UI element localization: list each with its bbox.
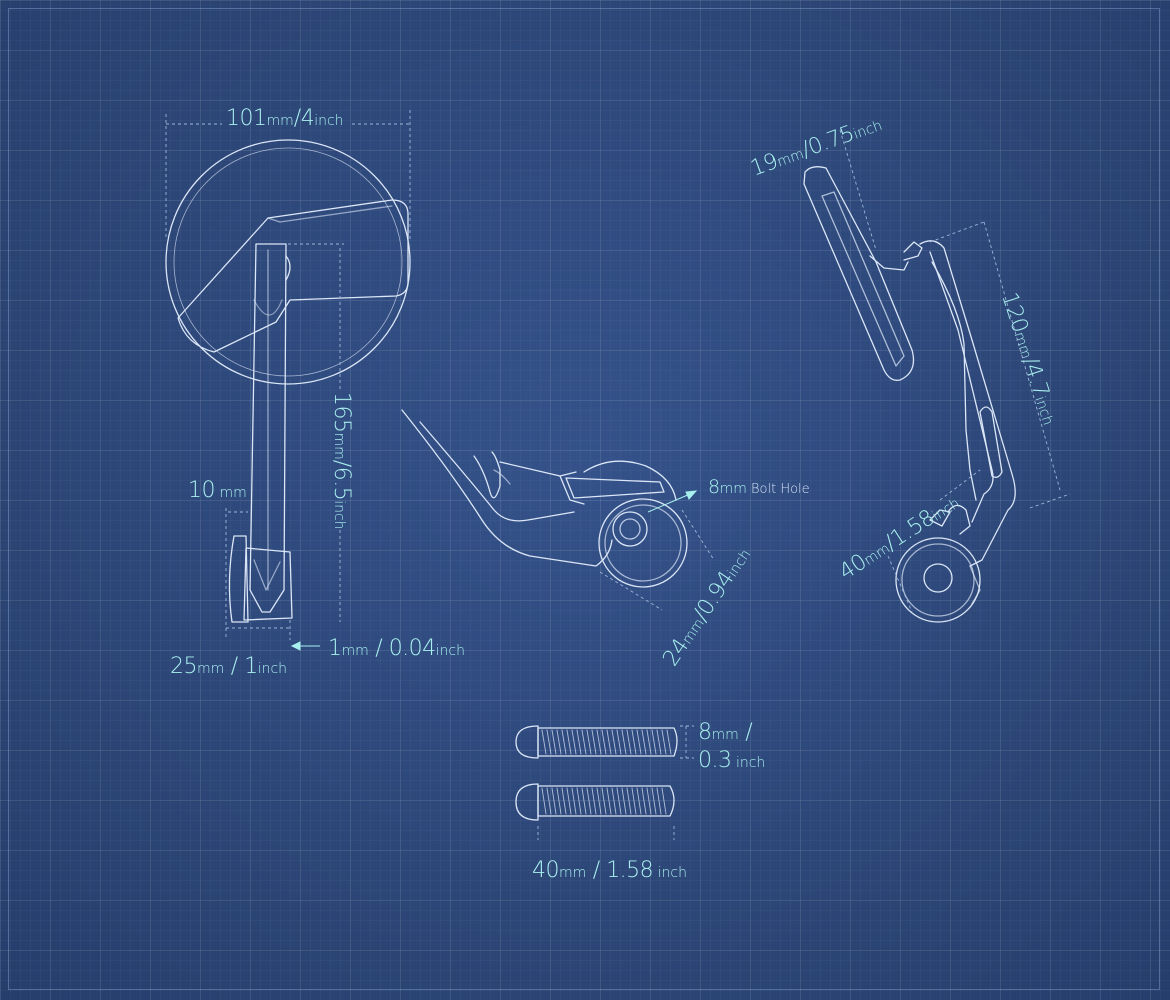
dim-mirror-width: 101mm/4inch — [226, 106, 344, 131]
dimension-lines — [165, 110, 1071, 840]
dim-arm-height: 165mm/6.5inch — [329, 392, 354, 530]
dim-base-width: 25mm / 1inch — [170, 654, 288, 679]
dim-bolt-hole: 8mm Bolt Hole — [708, 476, 810, 498]
side-view-drawing — [803, 166, 1016, 623]
dim-offset: 10 mm — [188, 478, 247, 503]
dim-gap: 1mm / 0.04inch — [328, 636, 466, 661]
bolt-bottom — [515, 783, 675, 821]
dim-bolt-diameter-line1: 8mm / — [698, 720, 753, 745]
blueprint-frame — [8, 8, 1160, 990]
dim-bolt-length: 40mm / 1.58 inch — [532, 858, 687, 883]
clamp-view-drawing — [401, 409, 688, 588]
front-view-mirror — [165, 139, 411, 623]
dimension-arrows — [290, 490, 698, 651]
dim-bolt-diameter-line2: 0.3 inch — [698, 748, 766, 773]
bolt-top — [515, 725, 678, 759]
